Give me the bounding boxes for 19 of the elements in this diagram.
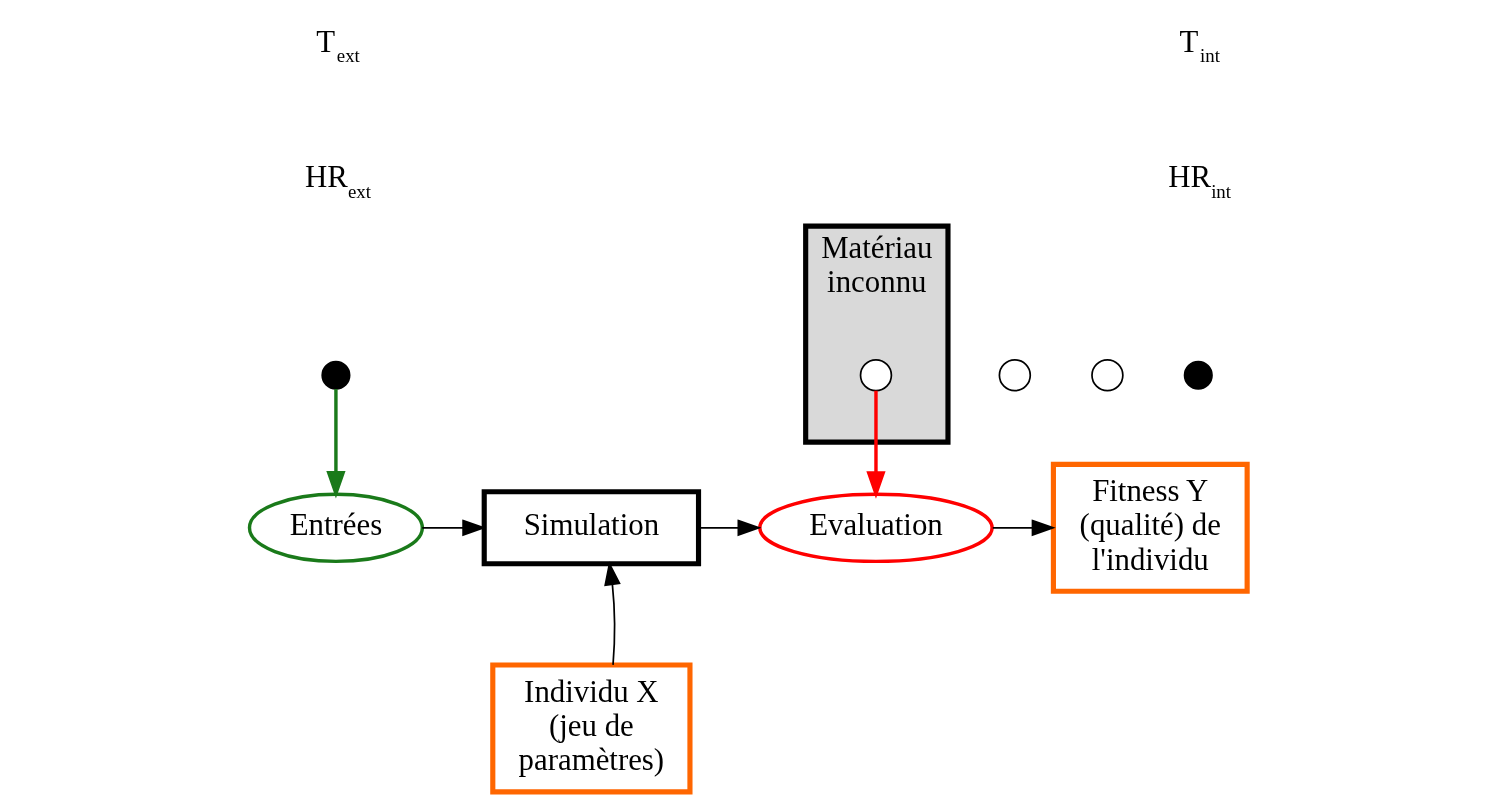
- label: HR$_{int}$: [1168, 160, 1232, 202]
- node-box: Simulation: [481, 489, 702, 567]
- node-ellipse: Entrées: [247, 492, 425, 564]
- node-circle: [1091, 358, 1124, 392]
- node-box: Individu X (jeu de paramètres): [490, 662, 693, 795]
- node-circle: [321, 360, 351, 390]
- arrow: [866, 390, 886, 499]
- node-ellipse: Evaluation: [758, 492, 994, 564]
- arrow: [991, 519, 1056, 537]
- arrow: [326, 389, 346, 499]
- node-circle: [859, 358, 893, 392]
- arrow: [604, 561, 621, 666]
- label: T$_{int}$: [1179, 24, 1220, 67]
- node-circle: [998, 358, 1032, 392]
- label: T$_{ext}$: [316, 24, 360, 67]
- label: HR$_{ext}$: [305, 160, 371, 202]
- cluster: Matériau inconnu: [803, 223, 951, 445]
- node-circle: [1183, 360, 1213, 390]
- node-box: Fitness Y (qualité) de l'individu: [1050, 461, 1250, 594]
